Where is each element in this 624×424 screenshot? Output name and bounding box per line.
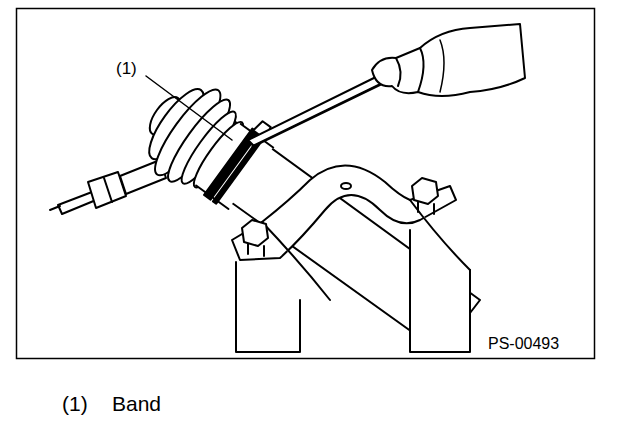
callout-number: (1) — [116, 60, 137, 77]
legend-text: Band — [112, 393, 161, 414]
legend-number: (1) — [62, 393, 88, 414]
figure-code: PS-00493 — [488, 336, 559, 352]
